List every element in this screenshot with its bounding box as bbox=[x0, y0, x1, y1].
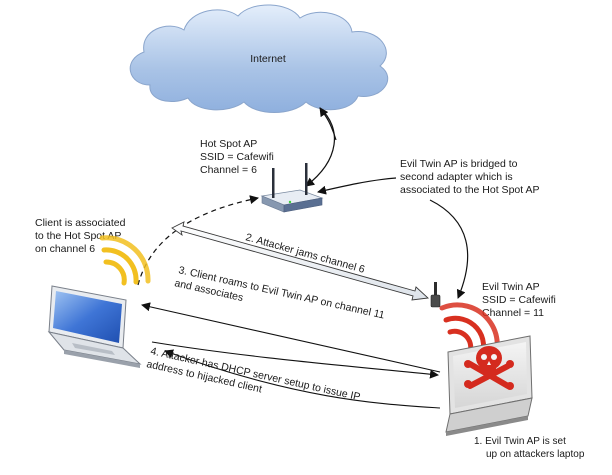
evil-twin-channel: Channel = 11 bbox=[482, 307, 544, 319]
bridge-note-line-3: associated to the Hot Spot AP bbox=[400, 184, 540, 196]
cloud-label: Internet bbox=[250, 53, 286, 65]
hotspot-name: Hot Spot AP bbox=[200, 138, 257, 150]
step-3-arrow bbox=[141, 302, 441, 373]
jam-arrow bbox=[171, 221, 430, 301]
usb-antenna-icon bbox=[430, 282, 441, 308]
client-laptop-icon bbox=[47, 285, 142, 368]
hotspot-channel: Channel = 6 bbox=[200, 164, 257, 176]
bridge-note-line-1: Evil Twin AP is bridged to bbox=[400, 158, 518, 170]
client-note-line-1: Client is associated bbox=[35, 217, 126, 229]
bridge-arrow-to-antenna bbox=[429, 199, 469, 299]
bridge-arrow-to-router bbox=[317, 177, 397, 195]
step-4-arrow bbox=[164, 349, 441, 409]
step-1-label-line-2: up on attackers laptop bbox=[486, 449, 585, 460]
step-1-label-line-1: 1. Evil Twin AP is set bbox=[474, 436, 566, 447]
hotspot-ssid: SSID = Cafewifi bbox=[200, 151, 274, 163]
internet-link-arrow bbox=[305, 107, 335, 187]
client-note-line-3: on channel 6 bbox=[35, 243, 95, 255]
internet-link-arrow-up bbox=[319, 107, 337, 141]
skull-crossbones-icon bbox=[464, 346, 514, 390]
cloud-icon bbox=[129, 4, 389, 113]
bridge-note-line-2: second adapter which is bbox=[400, 171, 513, 183]
evil-twin-name: Evil Twin AP bbox=[482, 281, 540, 293]
client-wifi-waves bbox=[99, 235, 151, 286]
step-4-return-arrow bbox=[151, 341, 439, 379]
wireless-router-icon bbox=[260, 163, 324, 213]
evil-twin-ssid: SSID = Cafewifi bbox=[482, 294, 556, 306]
